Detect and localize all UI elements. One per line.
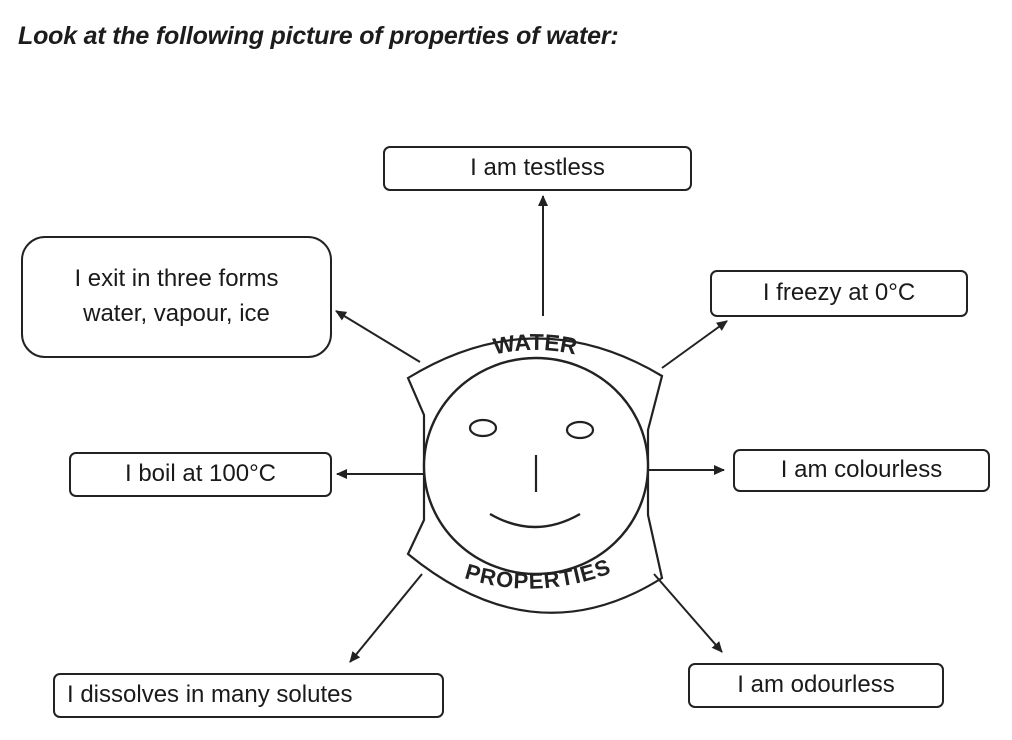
- property-forms-line1: I exit in three forms: [74, 265, 279, 293]
- property-box-boiling: I boil at 100°C: [69, 452, 332, 497]
- property-box-forms: I exit in three forms water, vapour, ice: [21, 236, 332, 358]
- property-freezing-text: I freezy at 0°C: [762, 279, 916, 307]
- property-solvent-text: I dissolves in many solutes: [67, 681, 353, 709]
- property-box-odour: I am odourless: [688, 663, 944, 708]
- property-box-freezing: I freezy at 0°C: [710, 270, 968, 317]
- left-eye: [468, 418, 498, 438]
- property-forms-line2: water, vapour, ice: [83, 300, 270, 327]
- arrow-bottom-left: [349, 573, 423, 663]
- arrow-bottom-right: [653, 573, 723, 653]
- arrow-top-left: [335, 310, 421, 363]
- property-colour-text: I am colourless: [780, 456, 943, 484]
- property-taste-text: I am testless: [470, 154, 605, 182]
- water-label: WATER: [491, 329, 579, 360]
- property-odour-text: I am odourless: [737, 671, 895, 699]
- right-eye: [565, 420, 595, 440]
- property-box-taste: I am testless: [383, 146, 692, 191]
- smile: [489, 512, 581, 529]
- property-boiling-text: I boil at 100°C: [124, 460, 277, 488]
- property-box-solvent: I dissolves in many solutes: [53, 673, 444, 718]
- arrow-top-right: [661, 320, 728, 369]
- page-heading: Look at the following picture of propert…: [18, 22, 619, 50]
- property-box-colour: I am colourless: [733, 449, 990, 492]
